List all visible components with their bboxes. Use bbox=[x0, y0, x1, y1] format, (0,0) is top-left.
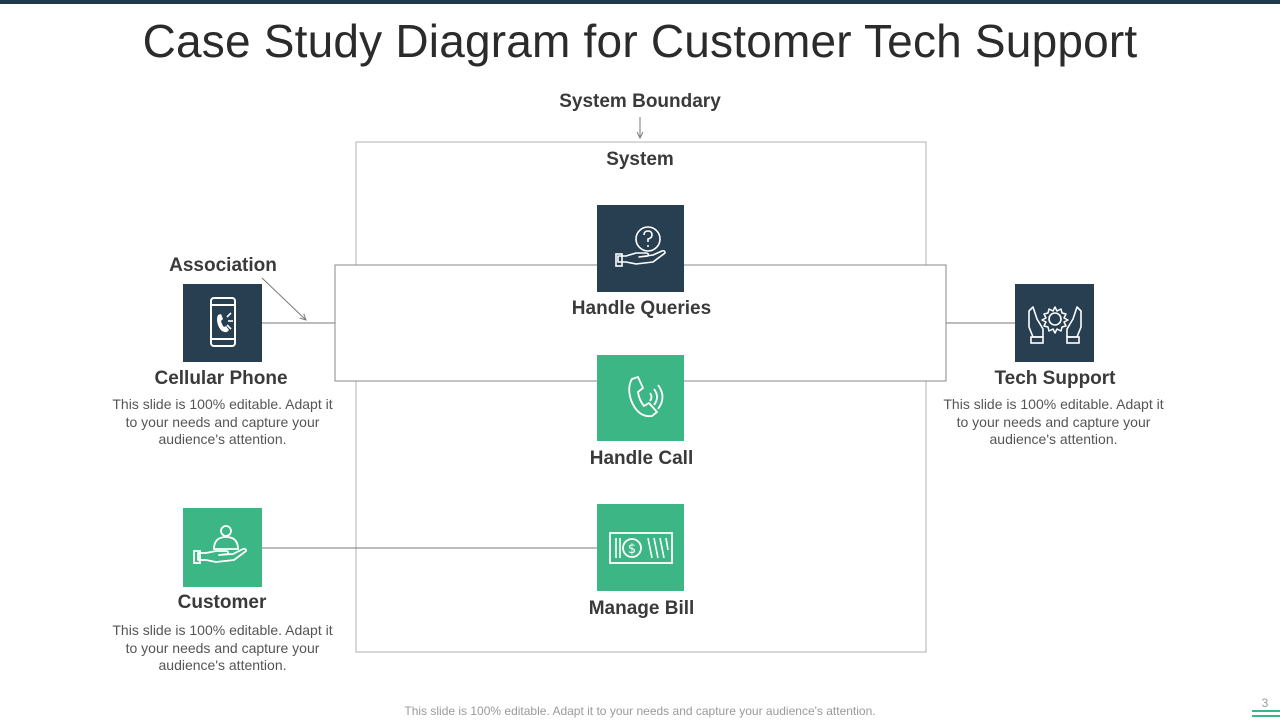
actor-description: This slide is 100% editable. Adapt it to… bbox=[943, 396, 1164, 447]
cellular-phone-tile bbox=[183, 284, 262, 362]
handle-call-tile bbox=[597, 355, 684, 441]
actor-description: This slide is 100% editable. Adapt it to… bbox=[112, 622, 333, 673]
hand-question-icon bbox=[614, 225, 666, 267]
top-accent-bar bbox=[0, 0, 1280, 4]
system-boundary-label: System Boundary bbox=[559, 91, 721, 112]
dollar-bill-icon: $ bbox=[608, 531, 673, 564]
actor-label: Tech Support bbox=[994, 368, 1116, 389]
tech-support-tile bbox=[1015, 284, 1094, 362]
use-case-label: Manage Bill bbox=[588, 598, 695, 619]
gear-hands-icon bbox=[1027, 306, 1082, 344]
customer-hand-icon bbox=[192, 524, 247, 564]
actor-description: This slide is 100% editable. Adapt it to… bbox=[112, 396, 333, 447]
system-label: System bbox=[606, 149, 674, 170]
page-title: Case Study Diagram for Customer Tech Sup… bbox=[142, 15, 1138, 67]
customer-tile bbox=[183, 508, 262, 587]
manage-bill-tile: $ bbox=[597, 504, 684, 591]
footer-accent-line bbox=[1252, 710, 1280, 712]
actor-label: Cellular Phone bbox=[154, 368, 288, 389]
association-label: Association bbox=[169, 255, 277, 276]
svg-text:$: $ bbox=[627, 542, 635, 557]
handle-queries-tile bbox=[597, 205, 684, 292]
page-number: 3 bbox=[1261, 696, 1269, 710]
phone-ringing-icon bbox=[627, 376, 663, 418]
system-boundary-box bbox=[355, 141, 927, 653]
use-case-label: Handle Queries bbox=[571, 298, 712, 319]
footer-note: This slide is 100% editable. Adapt it to… bbox=[404, 704, 876, 718]
actor-label: Customer bbox=[177, 592, 267, 613]
mobile-phone-icon bbox=[209, 297, 236, 347]
use-case-label: Handle Call bbox=[589, 448, 694, 469]
footer-accent-line bbox=[1252, 715, 1280, 717]
association-arrow bbox=[261, 277, 306, 320]
